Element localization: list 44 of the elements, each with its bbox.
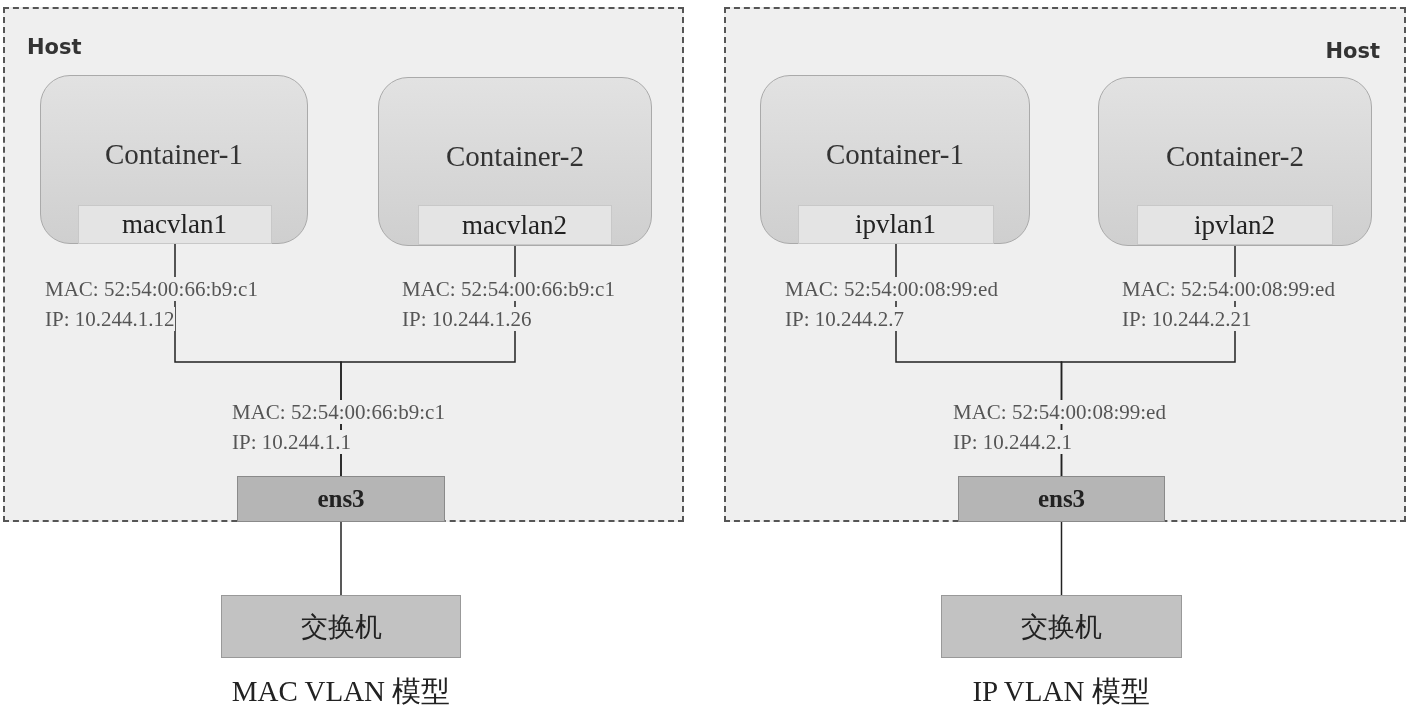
interface-box [237,476,445,522]
switch-box [941,595,1182,658]
switch-label: 交换机 [1020,610,1103,644]
interface-box [958,476,1165,522]
interface-label: ens3 [316,485,366,513]
container-label: Container-2 [1165,140,1305,173]
interface-box [417,204,612,245]
container-box [40,75,308,244]
interface-label: macvlan2 [461,209,568,240]
container-box [378,77,652,246]
interface-label: ipvlan1 [854,208,937,240]
switch-box [221,595,461,658]
address-text: MAC: 52:54:00:08:99:ed [1122,277,1335,301]
interface-box [797,204,994,244]
address-text: IP: 10.244.2.7 [785,307,904,331]
interface-label: macvlan1 [121,208,228,240]
host-label: Host [1325,39,1380,63]
container-box [1098,77,1372,246]
interface-box [77,204,272,244]
container-label: Container-2 [445,140,585,173]
interface-label: ens3 [1036,485,1087,513]
connector-line [1060,521,1063,596]
address-text: MAC: 52:54:00:66:b9:c1 [232,400,445,424]
host-box [3,7,684,522]
address-text: IP: 10.244.1.1 [232,430,351,454]
interface-label: ipvlan2 [1193,209,1276,240]
interface-box [1136,204,1333,245]
address-text: IP: 10.244.1.12 [45,307,175,331]
container-label: Container-1 [104,138,244,171]
connector-line [340,521,342,596]
container-box [760,75,1030,244]
address-text: MAC: 52:54:00:66:b9:c1 [402,277,615,301]
host-label: Host [27,35,82,59]
container-label: Container-1 [825,138,965,171]
address-text: MAC: 52:54:00:08:99:ed [785,277,998,301]
caption: IP VLAN 模型 [972,674,1150,709]
host-box [724,7,1406,522]
address-text: IP: 10.244.2.21 [1122,307,1252,331]
address-text: MAC: 52:54:00:66:b9:c1 [45,277,258,301]
address-text: MAC: 52:54:00:08:99:ed [953,400,1166,424]
switch-label: 交换机 [299,610,383,644]
caption: MAC VLAN 模型 [231,674,451,709]
address-text: IP: 10.244.2.1 [953,430,1072,454]
address-text: IP: 10.244.1.26 [402,307,532,331]
